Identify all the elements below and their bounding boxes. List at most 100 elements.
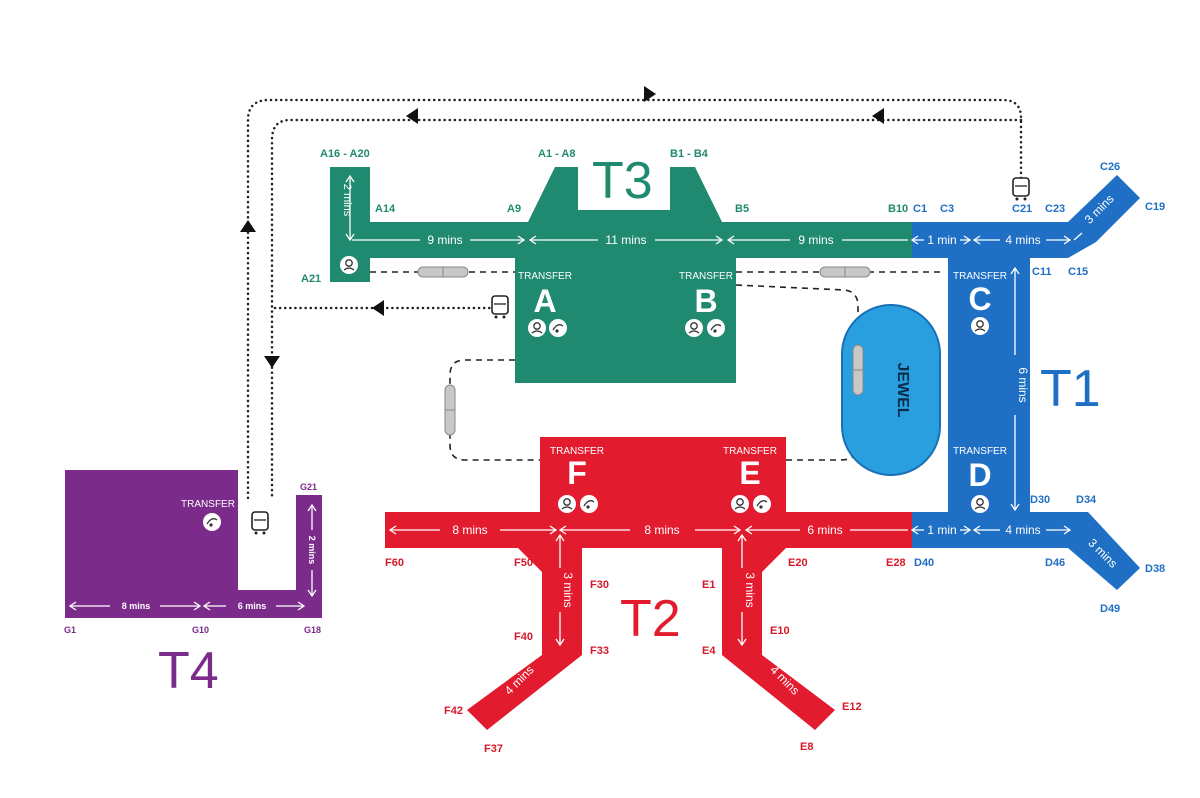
walk-time: 6 mins [1016, 367, 1030, 402]
walk-time: 8 mins [452, 523, 487, 537]
gate-label: C23 [1045, 203, 1065, 215]
gate-label: E12 [842, 701, 862, 713]
transfer-label: TRANSFER [953, 446, 1007, 457]
jewel-label: JEWEL [894, 362, 911, 417]
gate-label: C3 [940, 203, 954, 215]
baggage-transfer-icon [753, 495, 771, 513]
gate-label: F40 [514, 631, 533, 643]
gate-label: D30 [1030, 494, 1050, 506]
baggage-transfer-icon [580, 495, 598, 513]
pier-c: C [968, 281, 991, 317]
transfer-label: TRANSFER [953, 271, 1007, 282]
gate-label: E1 [702, 579, 715, 591]
gate-label: B10 [888, 203, 908, 215]
gate-label: F33 [590, 645, 609, 657]
t1-label: T1 [1040, 360, 1101, 418]
gate-label: E20 [788, 557, 808, 569]
skytrain-icon [417, 266, 469, 278]
t2-label: T2 [620, 590, 681, 648]
gate-label: C19 [1145, 201, 1165, 213]
direction-arrow-icon [406, 108, 418, 124]
walk-times-t4: 8 mins 6 mins 2 mins [122, 536, 317, 611]
terminal-2: T2 [385, 437, 912, 730]
gate-label: D34 [1076, 494, 1097, 506]
gate-label: C15 [1068, 266, 1088, 278]
immigration-icon [685, 319, 703, 337]
walk-time: 4 mins [1005, 233, 1040, 247]
pier-b: B [694, 283, 717, 319]
gate-label: A1 - A8 [538, 148, 576, 160]
pier-a: A [533, 283, 556, 319]
gate-label: A21 [301, 273, 321, 285]
skytrain-icon [852, 344, 864, 396]
gate-label: D49 [1100, 603, 1120, 615]
t3-label: T3 [592, 152, 653, 210]
baggage-transfer-icon [549, 319, 567, 337]
direction-arrow-icon [240, 220, 256, 232]
gate-label: G10 [192, 625, 209, 635]
immigration-icon [528, 319, 546, 337]
gate-label: G1 [64, 625, 76, 635]
t3-shape [330, 167, 912, 383]
baggage-transfer-icon [203, 513, 221, 531]
direction-arrow-icon [872, 108, 884, 124]
gate-label: F50 [514, 557, 533, 569]
skytrain-icon [444, 384, 456, 436]
gate-label: A9 [507, 203, 521, 215]
jewel: JEWEL [841, 304, 941, 476]
gate-label: D38 [1145, 563, 1165, 575]
walk-time: 9 mins [427, 233, 462, 247]
walk-time: 9 mins [798, 233, 833, 247]
gate-label: E4 [702, 645, 716, 657]
t1-shape [912, 175, 1140, 590]
gate-label: A16 - A20 [320, 148, 370, 160]
walk-time: 1 min [927, 233, 956, 247]
terminal-4: T4 [65, 470, 322, 700]
walk-time: 1 min [927, 523, 956, 537]
walk-time: 4 mins [1005, 523, 1040, 537]
gate-label: F37 [484, 743, 503, 755]
gate-label: A14 [375, 203, 396, 215]
bus-icon [491, 295, 509, 319]
gate-label: C21 [1012, 203, 1032, 215]
gate-label: B1 - B4 [670, 148, 709, 160]
immigration-icon [731, 495, 749, 513]
walk-time: 2 mins [341, 184, 353, 217]
bus-icon [1012, 177, 1030, 201]
walk-time: 6 mins [807, 523, 842, 537]
direction-arrow-icon [644, 86, 656, 102]
gate-label: G21 [300, 482, 317, 492]
skytrains [417, 266, 871, 436]
walk-times-t3: 2 mins 9 mins 11 mins 9 mins [341, 184, 834, 247]
gate-labels: A16 - A20 A14 A21 A9 A1 - A8 B1 - B4 B5 … [64, 148, 1165, 755]
immigration-icon [558, 495, 576, 513]
immigration-icon [340, 256, 358, 274]
direction-arrow-icon [264, 356, 280, 368]
bus-icon [251, 511, 269, 535]
gate-label: B5 [735, 203, 749, 215]
terminal-1: T1 [912, 175, 1140, 590]
gate-label: F42 [444, 705, 463, 717]
walk-time: 3 mins [561, 572, 575, 607]
walk-lines-t2 [388, 525, 908, 647]
direction-arrow-icon [372, 300, 384, 316]
gate-label: C11 [1032, 266, 1052, 278]
walk-time: 8 mins [122, 601, 151, 611]
t4-shape [65, 470, 322, 618]
piers: TRANSFER A TRANSFER B TRANSFER C TRANSFE… [181, 271, 1007, 510]
walk-time: 3 mins [743, 572, 757, 607]
gate-label: D40 [914, 557, 934, 569]
walk-lines-t3 [345, 174, 908, 245]
walk-lines-t4 [68, 503, 317, 611]
gate-label: C26 [1100, 161, 1120, 173]
gate-label: G18 [304, 625, 321, 635]
walk-time: 6 mins [238, 601, 267, 611]
immigration-icon [971, 495, 989, 513]
transfer-label: TRANSFER [679, 271, 733, 282]
pier-f: F [567, 455, 587, 491]
buses [251, 177, 1030, 535]
gate-label: F30 [590, 579, 609, 591]
transfer-label: TRANSFER [723, 446, 777, 457]
immigration-icon [971, 317, 989, 335]
